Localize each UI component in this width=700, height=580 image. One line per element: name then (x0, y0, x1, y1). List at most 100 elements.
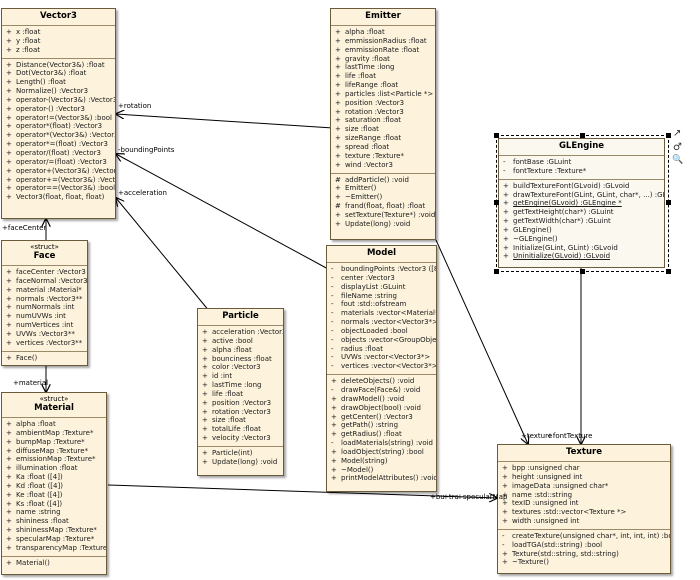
member-row[interactable]: +name :std::string (498, 491, 670, 500)
member-row[interactable]: +drawModel() :void (327, 395, 436, 404)
class-emitter[interactable]: Emitter +alpha :float+emmissionRadius :f… (330, 8, 436, 240)
member-row[interactable]: +~Model() (327, 466, 436, 475)
member-row[interactable]: +Ks :float ([4]) (2, 500, 106, 509)
member-row[interactable]: +height :unsigned int (498, 473, 670, 482)
member-row[interactable]: +Vector3(float, float, float) (2, 193, 115, 202)
member-row[interactable]: +Emitter() (331, 184, 435, 193)
member-row[interactable]: #frand(float, float) :float (331, 202, 435, 211)
member-row[interactable]: +printModelAttributes() :void (327, 474, 436, 483)
member-row[interactable]: +alpha :float (331, 28, 435, 37)
member-row[interactable]: +shininess :float (2, 517, 106, 526)
member-row[interactable]: +bounciness :float (198, 355, 283, 364)
arrow-icon[interactable]: ↗ (673, 128, 682, 139)
member-row[interactable]: -createTexture(unsigned char*, int, int,… (498, 532, 670, 541)
member-row[interactable]: +operator*(float) :Vector3 (2, 122, 115, 131)
member-row[interactable]: +operator==(Vector3&) :bool (2, 184, 115, 193)
member-row[interactable]: +GLEngine() (499, 226, 664, 235)
member-row[interactable]: +drawObject(bool) :void (327, 404, 436, 413)
member-row[interactable]: +operator!=(Vector3&) :bool (2, 114, 115, 123)
member-row[interactable]: +emissionMap :Texture* (2, 455, 106, 464)
member-row[interactable]: +setTexture(Texture*) :void (331, 211, 435, 220)
class-material[interactable]: «struct» Material +alpha :float+ambientM… (1, 392, 107, 575)
member-row[interactable]: +lastTime :long (331, 63, 435, 72)
member-row[interactable]: +rotation :Vector3 (331, 108, 435, 117)
gender-icon[interactable]: ♂ (673, 142, 682, 153)
member-row[interactable]: +Face() (2, 354, 87, 363)
member-row[interactable]: +saturation :float (331, 116, 435, 125)
member-row[interactable]: +particles :list<Particle *> (331, 90, 435, 99)
member-row[interactable]: +numVertices :int (2, 321, 87, 330)
member-row[interactable]: +numUVWs :int (2, 312, 87, 321)
resize-handle-sw[interactable] (494, 269, 499, 274)
member-row[interactable]: +drawTextureFont(GLint, GLint, char*, ..… (499, 191, 664, 200)
member-row[interactable]: +alpha :float (2, 420, 106, 429)
member-row[interactable]: +normals :Vector3** (2, 295, 87, 304)
class-face[interactable]: «struct» Face +faceCenter :Vector3+faceN… (1, 240, 88, 366)
member-row[interactable]: +alpha :float (198, 346, 283, 355)
class-glengine[interactable]: GLEngine -fontBase :GLuint-fontTexture :… (498, 138, 665, 268)
member-row[interactable]: +faceCenter :Vector3 (2, 268, 87, 277)
member-row[interactable]: +operator/=(float) :Vector3 (2, 158, 115, 167)
member-row[interactable]: +ambientMap :Texture* (2, 429, 106, 438)
member-row[interactable]: -loadMaterials(string) :void (327, 439, 436, 448)
member-row[interactable]: +wind :Vector3 (331, 161, 435, 170)
member-row[interactable]: +textures :std::vector<Texture *> (498, 508, 670, 517)
member-row[interactable]: +specularMap :Texture* (2, 535, 106, 544)
member-row[interactable]: +texture :Texture* (331, 152, 435, 161)
member-row[interactable]: +Ke :float ([4]) (2, 491, 106, 500)
member-row[interactable]: +getTextHeight(char*) :GLuint (499, 208, 664, 217)
member-row[interactable]: +shininessMap :Texture* (2, 526, 106, 535)
member-row[interactable]: +diffuseMap :Texture* (2, 447, 106, 456)
class-vector3[interactable]: Vector3 +x :float+y :float+z :float +Dis… (1, 8, 116, 219)
member-row[interactable]: #addParticle() :void (331, 176, 435, 185)
member-row[interactable]: +totalLife :float (198, 425, 283, 434)
member-row[interactable]: +material :Material* (2, 286, 87, 295)
member-row[interactable]: +name :string (2, 508, 106, 517)
class-model[interactable]: Model -boundingPoints :Vector3 ([8])-cen… (326, 245, 437, 492)
member-row[interactable]: +emmissionRate :float (331, 46, 435, 55)
member-row[interactable]: -drawFace(Face&) :void (327, 386, 436, 395)
member-row[interactable]: +rotation :Vector3 (198, 408, 283, 417)
member-row[interactable]: +Ka :float ([4]) (2, 473, 106, 482)
member-row[interactable]: +~Emitter() (331, 193, 435, 202)
member-row[interactable]: +Length() :float (2, 78, 115, 87)
member-row[interactable]: +getEngine(GLvoid) :GLEngine * (499, 199, 664, 208)
member-row[interactable]: -fontBase :GLuint (499, 158, 664, 167)
member-row[interactable]: +getCenter() :Vector3 (327, 413, 436, 422)
member-row[interactable]: +Texture(std::string, std::string) (498, 550, 670, 559)
member-row[interactable]: +z :float (2, 46, 115, 55)
member-row[interactable]: +gravity :float (331, 55, 435, 64)
member-row[interactable]: +imageData :unsigned char* (498, 482, 670, 491)
member-row[interactable]: +x :float (2, 28, 115, 37)
member-row[interactable]: -displayList :GLuint (327, 283, 436, 292)
member-row[interactable]: +color :Vector3 (198, 363, 283, 372)
member-row[interactable]: -center :Vector3 (327, 274, 436, 283)
member-row[interactable]: +operator*=(float) :Vector3 (2, 140, 115, 149)
member-row[interactable]: +illumination :float (2, 464, 106, 473)
member-row[interactable]: +width :unsigned int (498, 517, 670, 526)
member-row[interactable]: -boundingPoints :Vector3 ([8]) (327, 265, 436, 274)
member-row[interactable]: +operator+=(Vector3&) :Vector3 (2, 176, 115, 185)
member-row[interactable]: +position :Vector3 (198, 399, 283, 408)
member-row[interactable]: +sizeRange :float (331, 134, 435, 143)
member-row[interactable]: +numNormals :int (2, 303, 87, 312)
member-row[interactable]: +deleteObjects() :void (327, 377, 436, 386)
member-row[interactable]: -UVWs :vector<Vector3*> (327, 353, 436, 362)
member-row[interactable]: +Uninitialize(GLvoid) :GLvoid (499, 252, 664, 261)
member-row[interactable]: +Dot(Vector3&) :float (2, 69, 115, 78)
member-row[interactable]: +Particle(int) (198, 449, 283, 458)
member-row[interactable]: +~Texture() (498, 558, 670, 567)
member-row[interactable]: +loadObject(string) :bool (327, 448, 436, 457)
member-row[interactable]: +Kd :float ([4]) (2, 482, 106, 491)
member-row[interactable]: +spread :float (331, 143, 435, 152)
member-row[interactable]: +position :Vector3 (331, 99, 435, 108)
member-row[interactable]: +life :float (198, 390, 283, 399)
zoom-icon[interactable]: 🔍 (672, 155, 684, 165)
member-row[interactable]: +faceNormal :Vector3 (2, 277, 87, 286)
member-row[interactable]: +getTextWidth(char*) :GLuint (499, 217, 664, 226)
member-row[interactable]: +transparencyMap :Texture* (2, 544, 106, 553)
member-row[interactable]: -fout :std::ofstream (327, 300, 436, 309)
member-row[interactable]: +Material() (2, 559, 106, 568)
member-row[interactable]: +Update(long) :void (331, 220, 435, 229)
member-row[interactable]: +lastTime :long (198, 381, 283, 390)
